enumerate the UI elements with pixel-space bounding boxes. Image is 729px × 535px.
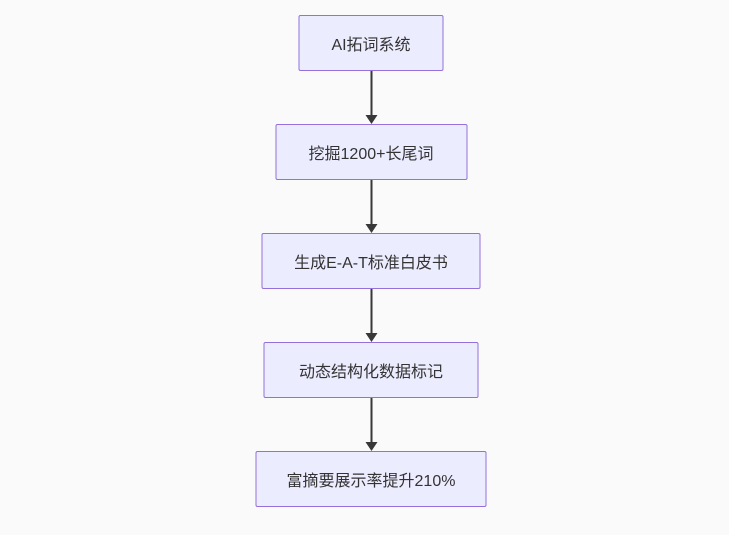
arrowhead-down-icon <box>365 115 377 124</box>
flow-node-ai-word-system: AI拓词系统 <box>298 15 444 71</box>
flow-node-label: AI拓词系统 <box>331 37 411 54</box>
edge-line <box>370 289 372 333</box>
flow-node-longtail-mining: 挖掘1200+长尾词 <box>275 124 467 180</box>
flow-edge-4 <box>365 398 377 451</box>
flow-node-label: 动态结构化数据标记 <box>298 364 443 381</box>
flow-edge-1 <box>365 71 377 124</box>
edge-line <box>370 398 372 442</box>
flowchart: AI拓词系统 挖掘1200+长尾词 生成E-A-T标准白皮书 动态结构化数据标记 <box>255 15 487 507</box>
flow-node-structured-data: 动态结构化数据标记 <box>263 342 479 398</box>
flow-edge-3 <box>365 289 377 342</box>
flow-node-eat-whitepaper: 生成E-A-T标准白皮书 <box>261 233 481 289</box>
edge-line <box>370 180 372 224</box>
flow-node-label: 富摘要展示率提升210% <box>286 473 456 490</box>
flow-node-label: 挖掘1200+长尾词 <box>308 146 434 163</box>
edge-line <box>370 71 372 115</box>
arrowhead-down-icon <box>365 224 377 233</box>
flow-edge-2 <box>365 180 377 233</box>
flow-node-label: 生成E-A-T标准白皮书 <box>294 255 448 272</box>
arrowhead-down-icon <box>365 442 377 451</box>
arrowhead-down-icon <box>365 333 377 342</box>
flow-node-rich-snippet-result: 富摘要展示率提升210% <box>255 451 487 507</box>
